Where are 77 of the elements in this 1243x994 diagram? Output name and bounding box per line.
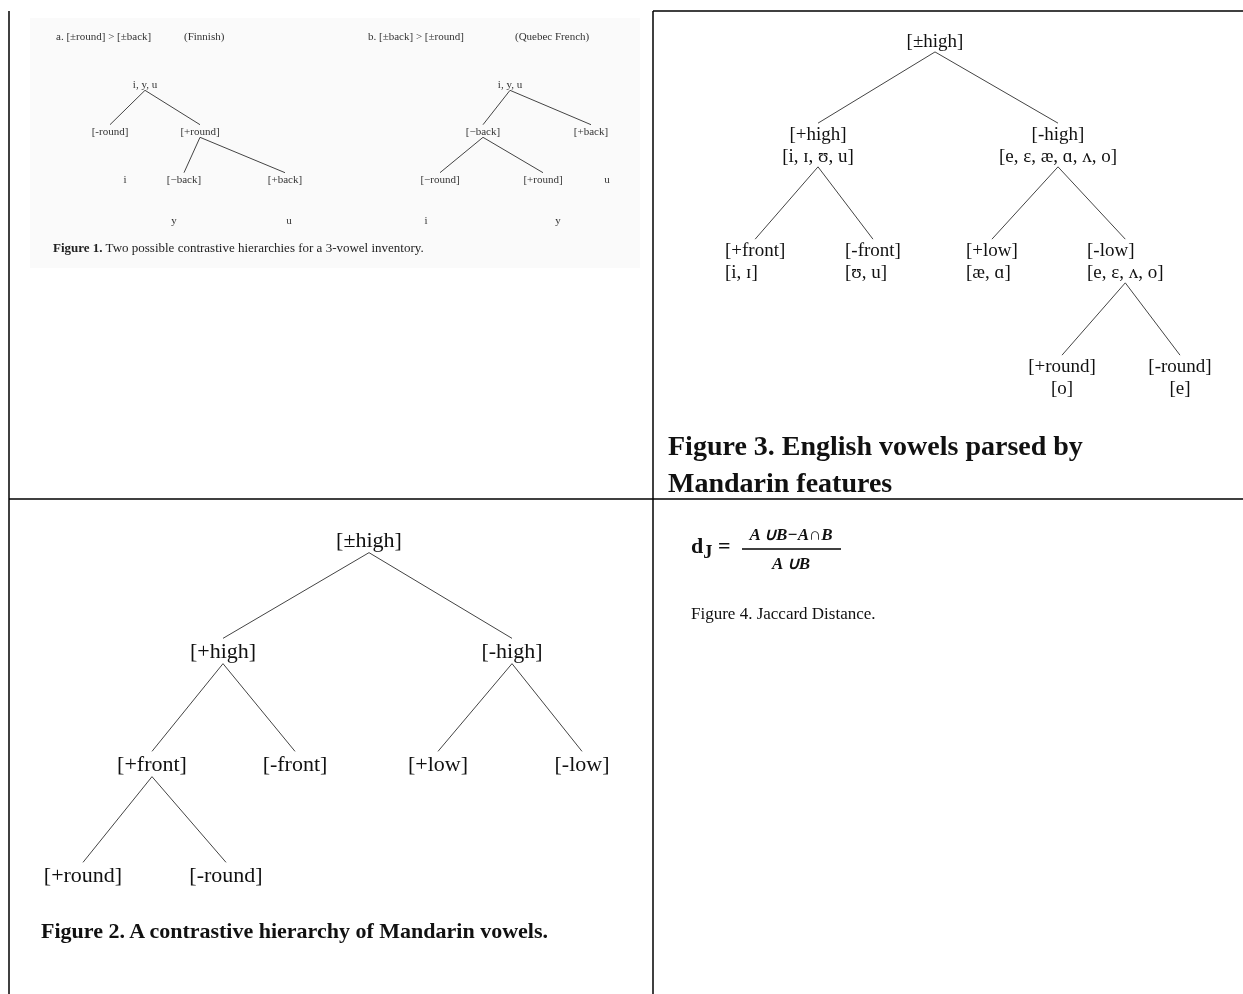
hierarchy-heading: a. [±round] > [±back]: [56, 29, 152, 43]
tree-branch: [222, 663, 296, 752]
vowel-set: [i, ɪ, ʊ, u]: [782, 145, 854, 167]
vowel-set: [e]: [1168, 377, 1192, 399]
feature-label: [+front]: [725, 239, 786, 261]
feature-label: [-front]: [845, 239, 901, 261]
formula-term: A ∪B−A∩B: [749, 525, 833, 545]
tree-branch: [817, 51, 936, 124]
vowel-label: y: [555, 213, 561, 227]
tree-branch: [368, 552, 513, 639]
figure-caption: Figure 4. Jaccard Distance.: [691, 604, 876, 624]
tree-branch: [509, 89, 592, 126]
tree-branch: [144, 89, 201, 126]
feature-label: [+front]: [117, 751, 187, 777]
hierarchy-heading: b. [±back] > [±round]: [368, 29, 464, 43]
feature-label: [−back]: [166, 172, 202, 186]
tree-branch: [817, 166, 874, 240]
feature-label: [-low]: [1087, 239, 1136, 261]
feature-label: [±high]: [336, 527, 402, 553]
tree-branch: [482, 89, 511, 126]
tree-branch: [82, 776, 153, 863]
feature-label: [-round]: [91, 124, 129, 138]
feature-label: [-round]: [189, 862, 263, 888]
figure-caption: Figure 2. A contrastive hierarchy of Mandarin vowels.: [41, 918, 548, 944]
tree-branch: [482, 136, 544, 174]
tree-branch: [199, 136, 286, 174]
tree-branch: [222, 552, 370, 639]
vowel-set: [o]: [1049, 377, 1075, 399]
feature-label: [-high]: [481, 638, 543, 664]
tree-branch: [934, 51, 1059, 124]
formula-term: A ∪B: [772, 554, 810, 574]
feature-label: i, y, u: [497, 77, 523, 91]
feature-label: [+round]: [523, 172, 563, 186]
feature-label: [+round]: [1028, 355, 1096, 377]
tree-branch: [439, 136, 484, 174]
hierarchy-heading: (Finnish): [184, 29, 225, 43]
feature-label: [-round]: [1148, 355, 1212, 377]
feature-label: [+round]: [180, 124, 220, 138]
feature-label: [−back]: [465, 124, 501, 138]
vowel-set: [æ, ɑ]: [966, 261, 1012, 283]
vowel-set: [e, ɛ, ʌ, o]: [1087, 261, 1164, 283]
tree-branch: [1124, 282, 1181, 356]
vowel-set: [e, ɛ, æ, ɑ, ʌ, o]: [998, 145, 1118, 167]
feature-label: [+high]: [189, 638, 257, 664]
vowel-set: [ʊ, u]: [845, 261, 889, 283]
vowel-set: [i, ɪ]: [725, 261, 759, 283]
figure-caption: Figure 1. Two possible contrastive hierarchies for a 3-vowel inventory.: [53, 240, 424, 256]
feature-label: i, y, u: [132, 77, 158, 91]
feature-label: [+high]: [788, 123, 848, 145]
tree-branch: [991, 166, 1059, 240]
feature-label: [−round]: [420, 172, 460, 186]
tree-branch: [151, 663, 224, 752]
tree-branch: [437, 663, 513, 752]
tree-branch: [754, 166, 819, 240]
vowel-label: u: [286, 213, 292, 227]
tree-branch: [1057, 166, 1126, 240]
vowel-label: u: [604, 172, 610, 186]
feature-label: [-high]: [1030, 123, 1086, 145]
feature-label: [+low]: [966, 239, 1018, 261]
feature-label: [+back]: [267, 172, 303, 186]
tree-branch: [151, 776, 227, 863]
vowel-label: i: [424, 213, 428, 227]
tree-branch: [511, 663, 583, 752]
vowel-label: i: [123, 172, 127, 186]
tree-branch: [109, 89, 146, 126]
feature-label: [-low]: [554, 751, 610, 777]
formula-term: d$_{J}$ =: [691, 532, 731, 564]
feature-label: [-front]: [262, 751, 328, 777]
tree-branch: [1061, 282, 1126, 356]
tree-branch: [183, 136, 201, 174]
hierarchy-heading: (Quebec French): [515, 29, 590, 43]
feature-label: [±high]: [906, 30, 964, 52]
figure-caption: Figure 3. English vowels parsed by Mandarin features: [668, 428, 1084, 500]
feature-label: [+low]: [407, 751, 469, 777]
feature-label: [+round]: [43, 862, 123, 888]
feature-label: [+back]: [573, 124, 609, 138]
vowel-label: y: [171, 213, 177, 227]
